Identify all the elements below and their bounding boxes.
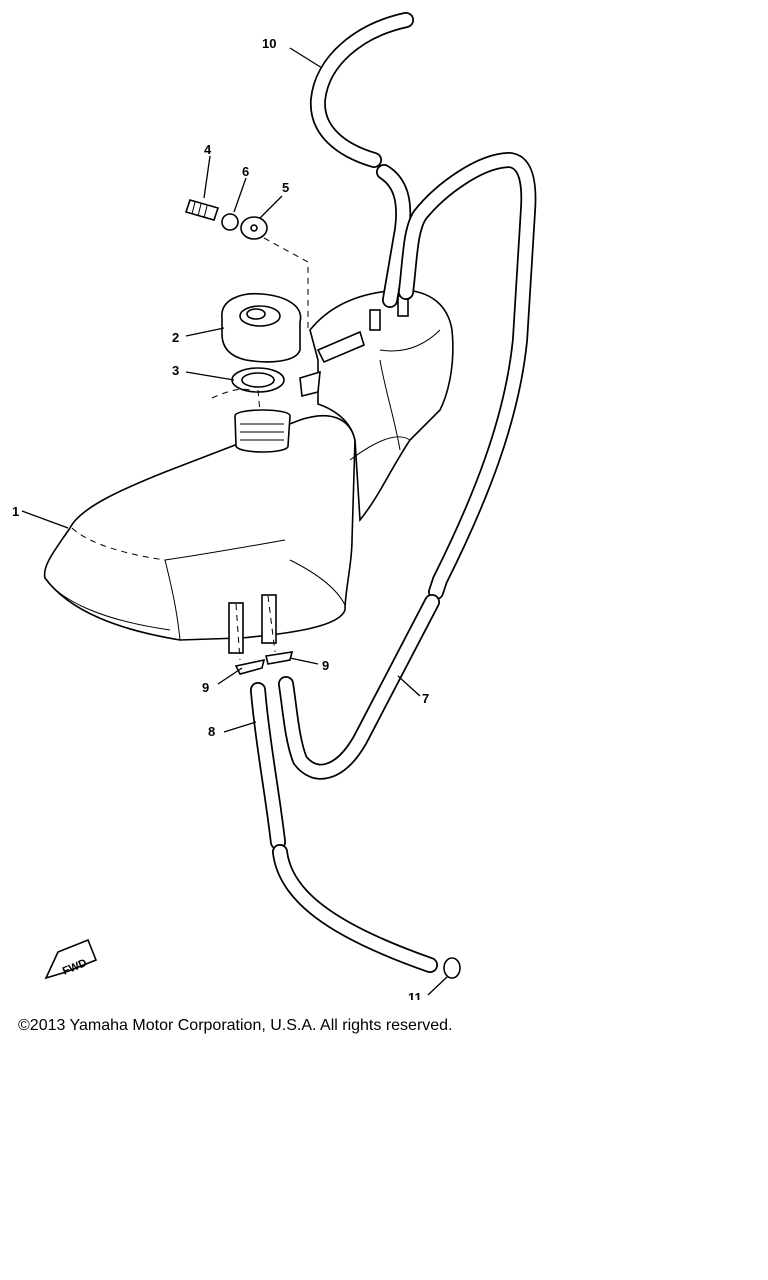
fuel-hose [250,682,438,973]
callout-9-left: 9 [202,680,209,695]
overflow-hose [278,152,537,780]
callout-7: 7 [422,691,429,706]
fuel-tank-exploded-diagram: 10 4 6 5 2 3 1 9 9 7 8 11 FWD [12,12,537,1000]
lock-washer [221,213,239,231]
end-clip [443,957,461,979]
callout-8: 8 [208,724,215,739]
filler-cap [221,292,302,363]
fuel-tank [43,289,454,654]
callout-4: 4 [204,142,212,157]
bolt [184,199,220,221]
callout-1: 1 [12,504,19,519]
fwd-arrow-icon: FWD [44,938,98,980]
callout-5: 5 [282,180,289,195]
callout-9-right: 9 [322,658,329,673]
leader-lines [21,47,449,996]
washer [240,216,268,240]
callout-10: 10 [262,36,276,51]
callout-6: 6 [242,164,249,179]
hose-clip-left [234,658,266,675]
callout-11: 11 [408,990,422,1000]
cap-gasket [231,367,285,393]
copyright-notice: ©2013 Yamaha Motor Corporation, U.S.A. A… [18,1017,453,1034]
callout-3: 3 [172,363,179,378]
callout-2: 2 [172,330,179,345]
vent-hose-upper [309,12,414,308]
hose-clip-right [265,651,294,665]
